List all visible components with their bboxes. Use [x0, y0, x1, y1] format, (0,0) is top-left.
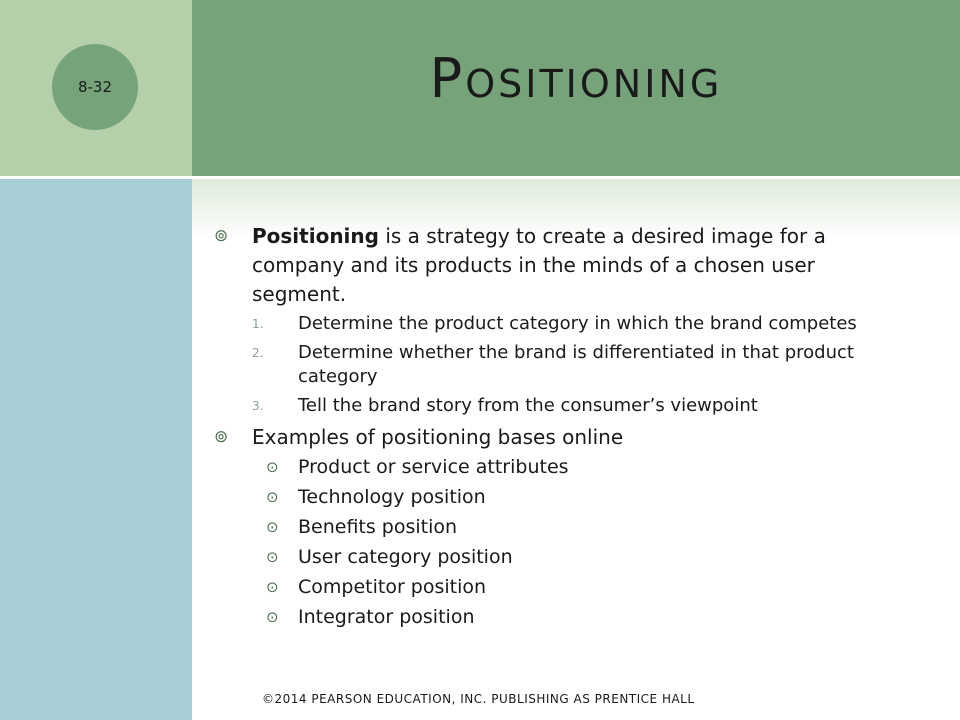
list-item: ⊙ Benefits position	[214, 515, 894, 539]
list-item: ⊙ Integrator position	[214, 605, 894, 629]
list-item-text: Benefits position	[298, 516, 458, 538]
slide-title: Positioning	[429, 47, 723, 110]
slide-number: 8-32	[77, 78, 113, 96]
step-item: 2. Determine whether the brand is differe…	[214, 341, 894, 389]
list-item-text: Integrator position	[298, 606, 475, 628]
circled-dot-icon: ⊙	[266, 458, 279, 476]
step-text: Determine the product category in which …	[298, 313, 857, 334]
list-item-text: User category position	[298, 546, 513, 568]
examples-list: ⊙ Product or service attributes ⊙ Technolo…	[214, 455, 894, 629]
copyright-footer: ©2014 PEARSON EDUCATION, INC. PUBLISHING…	[262, 692, 695, 706]
list-item-text: Product or service attributes	[298, 456, 569, 478]
list-item: ⊙ User category position	[214, 545, 894, 569]
circled-dot-icon: ⊙	[266, 608, 279, 626]
step-text: Tell the brand story from the consumer’s…	[298, 395, 758, 416]
title-banner	[192, 0, 960, 176]
slide-number-badge: 8-32	[52, 44, 138, 130]
examples-heading: Examples of positioning bases online	[252, 425, 624, 449]
side-panel	[0, 179, 192, 720]
circled-dot-icon: ⊙	[266, 518, 279, 536]
circled-dot-icon: ⊙	[266, 488, 279, 506]
step-number: 2.	[252, 346, 264, 360]
step-item: 3. Tell the brand story from the consumer…	[214, 394, 894, 418]
list-item-text: Technology position	[298, 486, 486, 508]
step-number: 3.	[252, 399, 264, 413]
circled-dot-icon: ⊙	[266, 548, 279, 566]
circled-dot-icon: ⊚	[214, 427, 229, 447]
content-gradient	[192, 179, 960, 239]
list-item: ⊙ Competitor position	[214, 575, 894, 599]
list-item: ⊙ Product or service attributes	[214, 455, 894, 479]
list-item-text: Competitor position	[298, 576, 487, 598]
bullet-examples: ⊚ Examples of positioning bases online	[214, 423, 894, 452]
term-positioning: Positioning	[252, 224, 379, 248]
bullet-positioning-definition: ⊚ Positioning is a strategy to create a d…	[214, 222, 894, 309]
numbered-steps: 1. Determine the product category in whic…	[214, 312, 894, 418]
slide-content: ⊚ Positioning is a strategy to create a d…	[214, 222, 894, 635]
circled-dot-icon: ⊚	[214, 226, 229, 246]
circled-dot-icon: ⊙	[266, 578, 279, 596]
step-item: 1. Determine the product category in whic…	[214, 312, 894, 336]
definition-text: is a strategy to create a desired image …	[252, 224, 826, 306]
step-number: 1.	[252, 317, 264, 331]
divider	[0, 176, 960, 179]
step-text: Determine whether the brand is different…	[298, 342, 854, 387]
list-item: ⊙ Technology position	[214, 485, 894, 509]
